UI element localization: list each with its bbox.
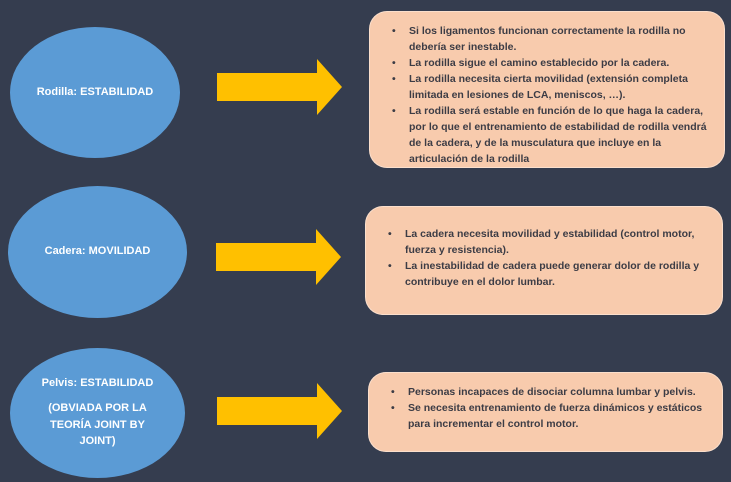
right-arrow-shape	[216, 229, 341, 285]
ellipse-rodilla-label: Rodilla: ESTABILIDAD	[36, 85, 154, 98]
ellipse-cadera-label: Cadera: MOVILIDAD	[44, 245, 151, 258]
right-arrow-shape	[217, 59, 342, 115]
bullet-box-cadera: La cadera necesita movilidad y estabilid…	[365, 206, 723, 315]
bullet-list-rodilla: Si los ligamentos funcionan correctament…	[390, 23, 710, 167]
bullet-item: La inestabilidad de cadera puede generar…	[386, 258, 708, 290]
bullet-list-cadera: La cadera necesita movilidad y estabilid…	[386, 226, 708, 290]
bullet-item: Si los ligamentos funcionan correctament…	[390, 23, 710, 55]
right-arrow-icon	[217, 59, 342, 115]
bullet-item: La cadera necesita movilidad y estabilid…	[386, 226, 708, 258]
right-arrow-icon	[217, 383, 342, 439]
ellipse-pelvis-label: Pelvis: ESTABILIDAD	[41, 377, 154, 390]
bullet-list-pelvis: Personas incapaces de disociar columna l…	[389, 384, 708, 432]
right-arrow-shape	[217, 383, 342, 439]
bullet-box-pelvis: Personas incapaces de disociar columna l…	[368, 372, 723, 452]
ellipse-cadera: Cadera: MOVILIDAD	[8, 186, 187, 318]
bullet-item: Se necesita entrenamiento de fuerza diná…	[389, 400, 708, 432]
bullet-item: La rodilla sigue el camino establecido p…	[390, 55, 710, 71]
ellipse-pelvis: Pelvis: ESTABILIDAD (OBVIADA POR LA TEOR…	[10, 348, 185, 478]
bullet-item: La rodilla será estable en función de lo…	[390, 103, 710, 167]
bullet-box-rodilla: Si los ligamentos funcionan correctament…	[369, 11, 725, 168]
ellipse-pelvis-sublabel: (OBVIADA POR LA TEORÍA JOINT BY JOINT)	[48, 402, 147, 448]
bullet-item: La rodilla necesita cierta movilidad (ex…	[390, 71, 710, 103]
bullet-item: Personas incapaces de disociar columna l…	[389, 384, 708, 400]
ellipse-rodilla: Rodilla: ESTABILIDAD	[10, 27, 180, 158]
right-arrow-icon	[216, 229, 341, 285]
